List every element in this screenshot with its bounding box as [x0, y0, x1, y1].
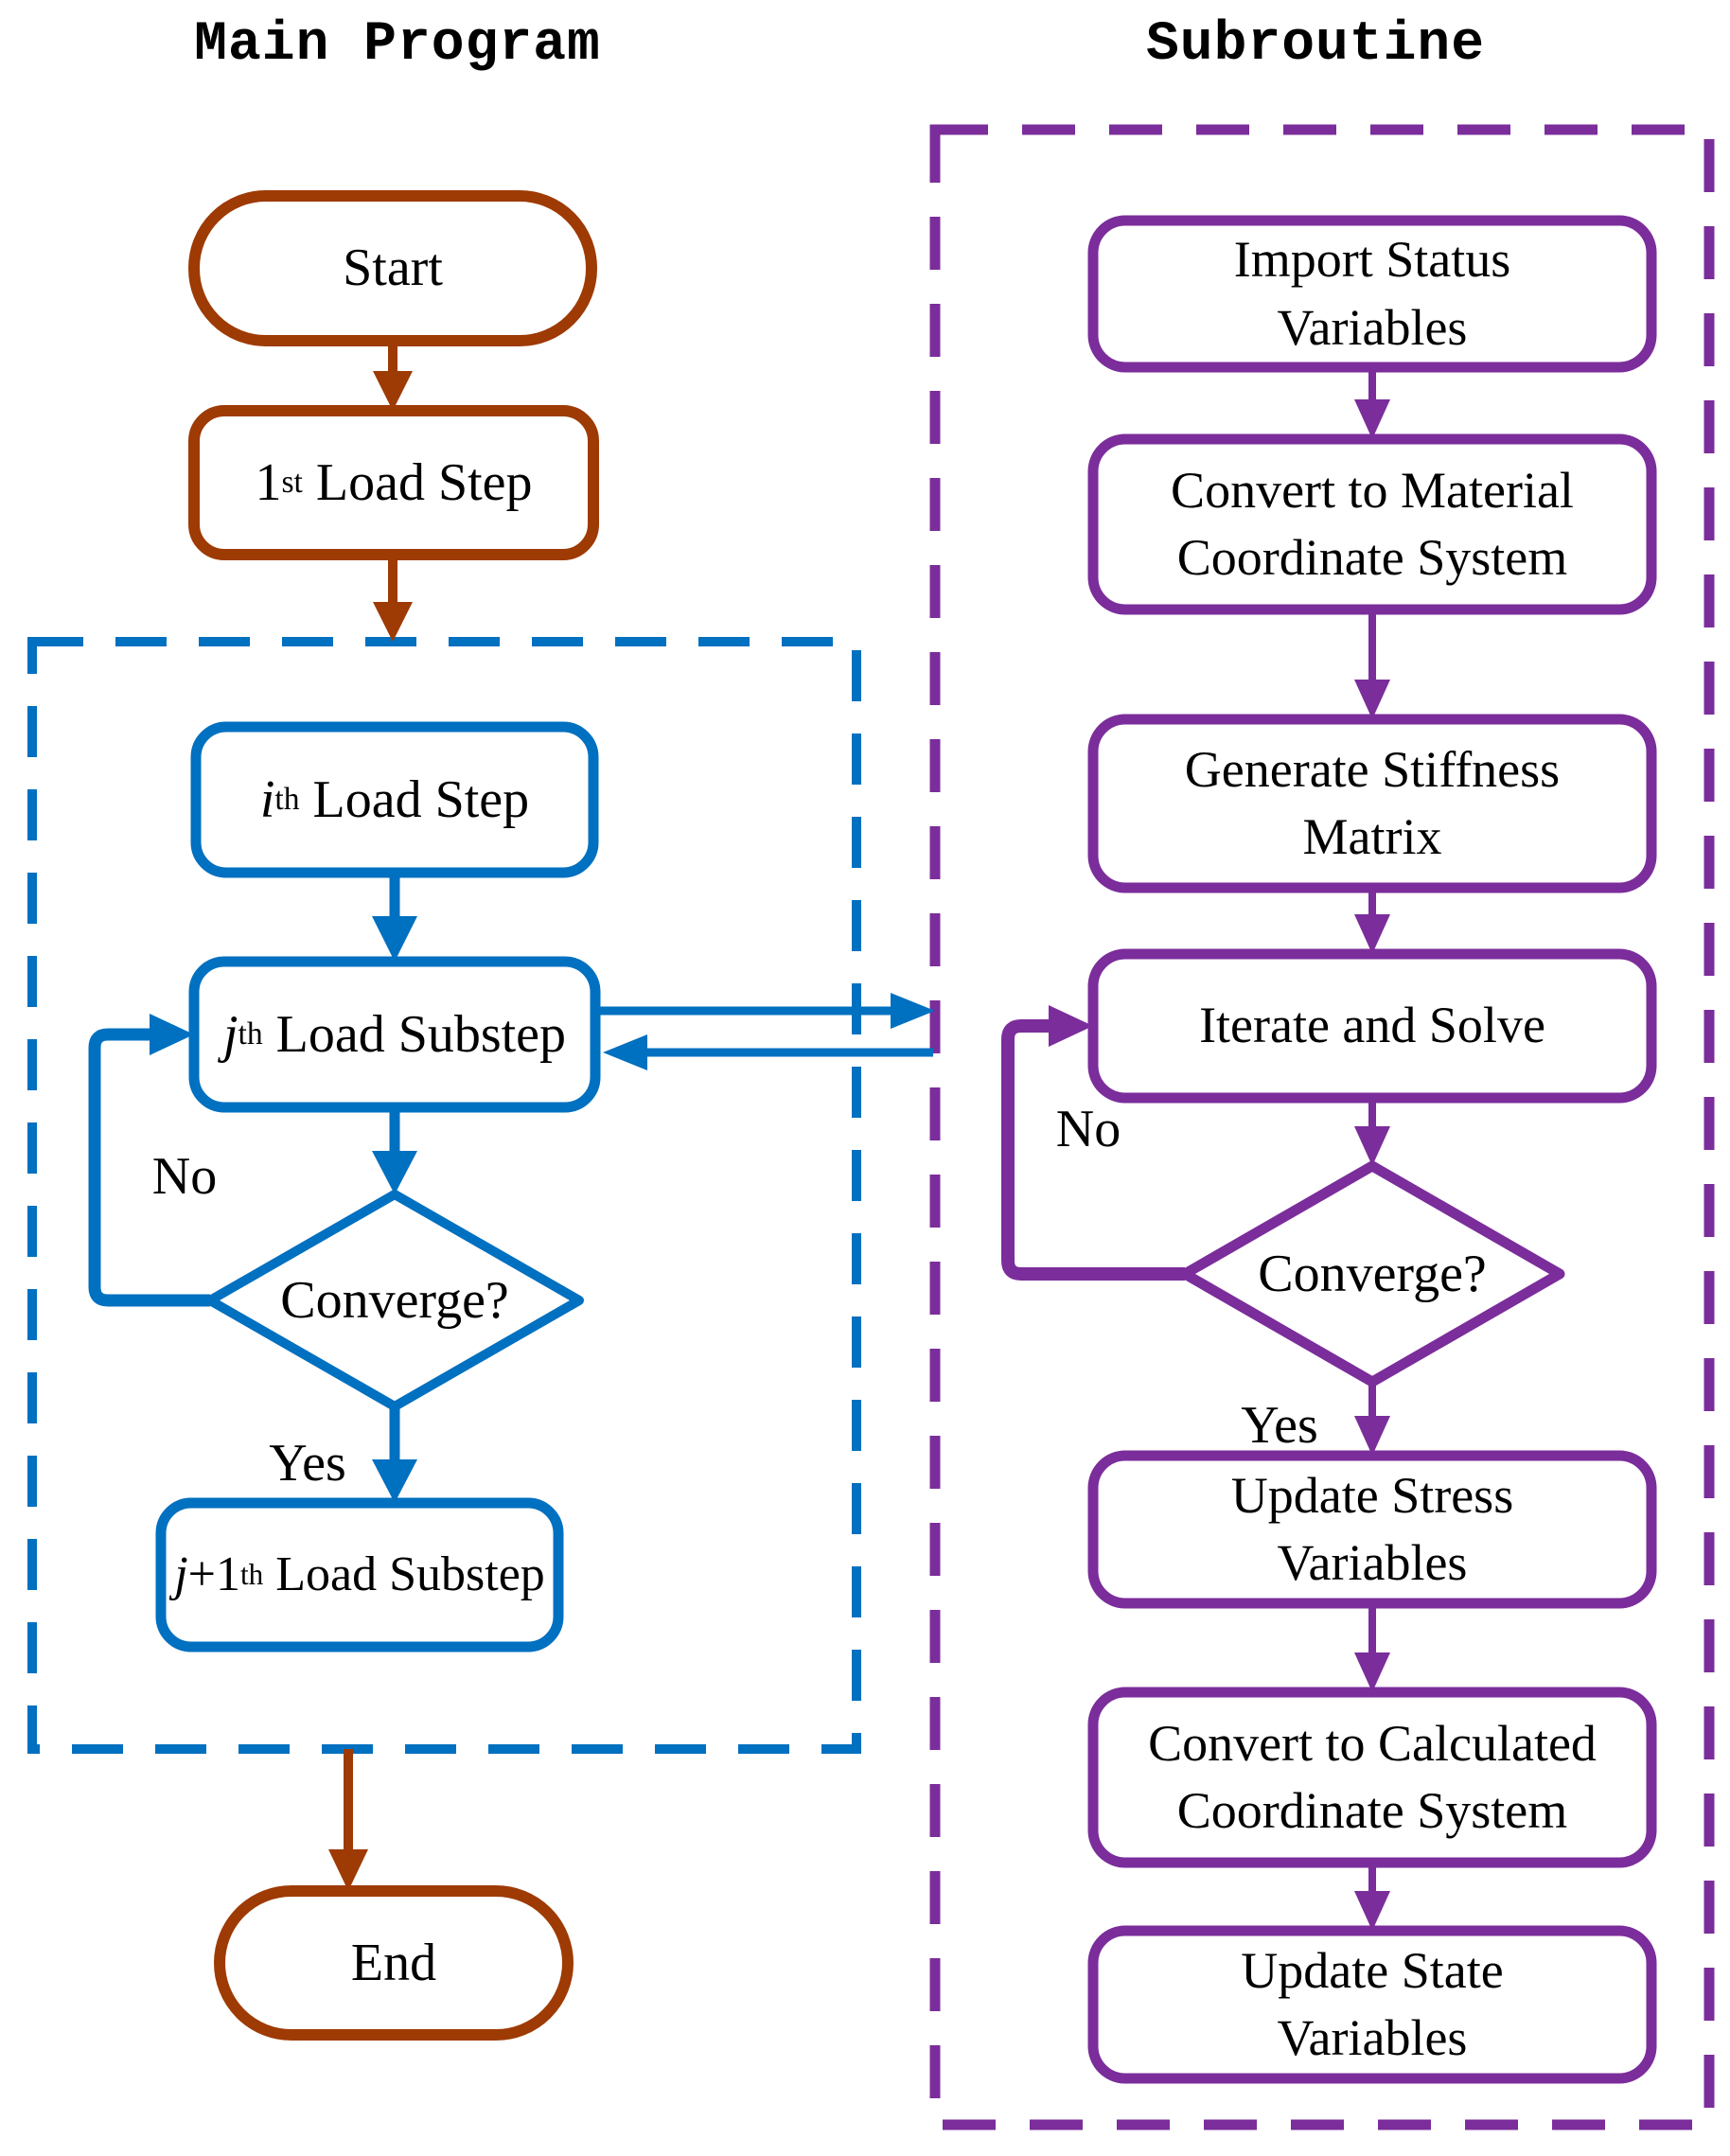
arrow-import-to-convert-material — [1354, 367, 1390, 439]
update-state-node-shape — [1087, 1925, 1657, 2084]
arrow-iterate-to-converge — [1354, 1098, 1390, 1166]
iterate-solve-node-shape — [1087, 948, 1657, 1104]
arrow-first-load-step-to-loop — [373, 555, 413, 642]
no-loop-subroutine — [1001, 1005, 1185, 1281]
j-plus-1-load-substep-node-shape — [155, 1497, 564, 1652]
arrow-convert-calculated-to-update-state — [1354, 1863, 1390, 1931]
arrow-jth-to-converge — [372, 1107, 417, 1194]
arrow-yes-main — [372, 1406, 417, 1503]
converge-diamond-subroutine-shape — [1179, 1160, 1565, 1387]
converge-diamond-main-shape — [205, 1190, 584, 1411]
arrow-return-from-subroutine — [603, 1034, 933, 1070]
main-loop-dashed-box — [27, 637, 861, 1754]
arrow-ith-to-jth — [372, 873, 417, 962]
start-node-shape — [188, 190, 597, 346]
arrow-update-stress-to-convert-calculated — [1354, 1603, 1390, 1692]
jth-load-substep-node-shape — [188, 956, 601, 1113]
convert-material-node-shape — [1087, 433, 1657, 615]
first-load-step-node-shape — [188, 405, 599, 560]
subroutine-dashed-box — [929, 124, 1715, 2130]
end-node-shape — [214, 1885, 574, 2041]
ith-load-step-node-shape — [190, 721, 599, 878]
no-loop-main — [88, 1014, 210, 1307]
generate-stiffness-node-shape — [1087, 714, 1657, 893]
arrow-generate-to-iterate — [1354, 888, 1390, 954]
arrow-convert-material-to-generate — [1354, 610, 1390, 719]
import-status-node-shape — [1087, 215, 1657, 373]
convert-calculated-node-shape — [1087, 1687, 1657, 1868]
arrow-call-subroutine — [595, 993, 935, 1029]
update-stress-node-shape — [1087, 1450, 1657, 1609]
arrow-start-to-first-load-step — [373, 341, 413, 411]
arrow-exit-loop-to-end — [328, 1749, 368, 1891]
arrow-yes-subroutine — [1354, 1382, 1390, 1456]
